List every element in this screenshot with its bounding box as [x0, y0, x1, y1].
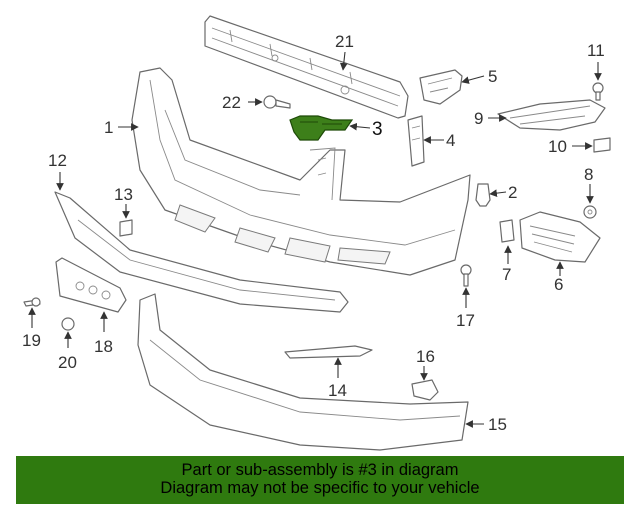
part-16-bracket[interactable]	[411, 379, 439, 401]
part-3-bracket-highlighted[interactable]	[289, 115, 354, 141]
part-7-retainer[interactable]	[499, 219, 515, 243]
part-20-screw[interactable]	[61, 317, 75, 331]
callout-11: 11	[587, 41, 605, 60]
callout-20: 20	[58, 353, 77, 372]
parts-diagram: 21 5 22 3 1 4 9 11 10 2 8 12 13 7 6 17 1…	[22, 15, 611, 451]
callout-18: 18	[94, 337, 113, 356]
callout-17: 17	[456, 311, 475, 330]
callout-5: 5	[488, 67, 497, 86]
callout-labels: 21 5 22 3 1 4 9 11 10 2 8 12 13 7 6 17 1…	[22, 32, 605, 434]
callout-9: 9	[474, 109, 483, 128]
part-11-screw[interactable]	[592, 82, 604, 101]
part-8-nut[interactable]	[583, 205, 597, 219]
part-5-bracket[interactable]	[419, 69, 463, 105]
part-6-fog-lamp-bracket[interactable]	[519, 211, 601, 263]
part-22-bolt[interactable]	[263, 95, 291, 109]
part-12-lower-grille[interactable]	[54, 191, 349, 313]
callout-21: 21	[335, 32, 354, 51]
callout-4: 4	[446, 131, 455, 150]
part-17-screw[interactable]	[460, 264, 472, 287]
part-2-push-pin[interactable]	[475, 183, 491, 207]
part-19-screw[interactable]	[23, 297, 41, 307]
callout-12: 12	[48, 151, 67, 170]
part-13-clip[interactable]	[119, 219, 133, 237]
callout-2: 2	[508, 183, 517, 202]
part-10-clip[interactable]	[593, 137, 611, 153]
callout-19: 19	[22, 331, 41, 350]
callout-14: 14	[328, 381, 347, 400]
callout-22: 22	[222, 93, 241, 112]
part-4-support[interactable]	[407, 115, 425, 167]
banner-line-1: Part or sub-assembly is #3 in diagram	[181, 461, 459, 479]
part-15-lower-valance[interactable]	[137, 293, 469, 451]
part-1-bumper-fascia[interactable]	[131, 67, 471, 276]
callout-3: 3	[372, 119, 383, 140]
callout-15: 15	[488, 415, 507, 434]
callout-1: 1	[104, 118, 113, 137]
callout-8: 8	[584, 165, 593, 184]
part-14-molding[interactable]	[284, 345, 373, 359]
callout-13: 13	[114, 185, 133, 204]
callout-16: 16	[416, 347, 435, 366]
part-21-impact-bar[interactable]	[204, 15, 409, 119]
callout-7: 7	[502, 265, 511, 284]
part-18-license-bracket[interactable]	[55, 257, 127, 313]
callout-10: 10	[548, 137, 567, 156]
banner-line-2: Diagram may not be specific to your vehi…	[160, 479, 480, 497]
callout-6: 6	[554, 275, 563, 294]
leader-lines	[28, 51, 602, 428]
part-9-deflector[interactable]	[497, 99, 606, 131]
part-info-banner: Part or sub-assembly is #3 in diagram Di…	[16, 456, 624, 504]
